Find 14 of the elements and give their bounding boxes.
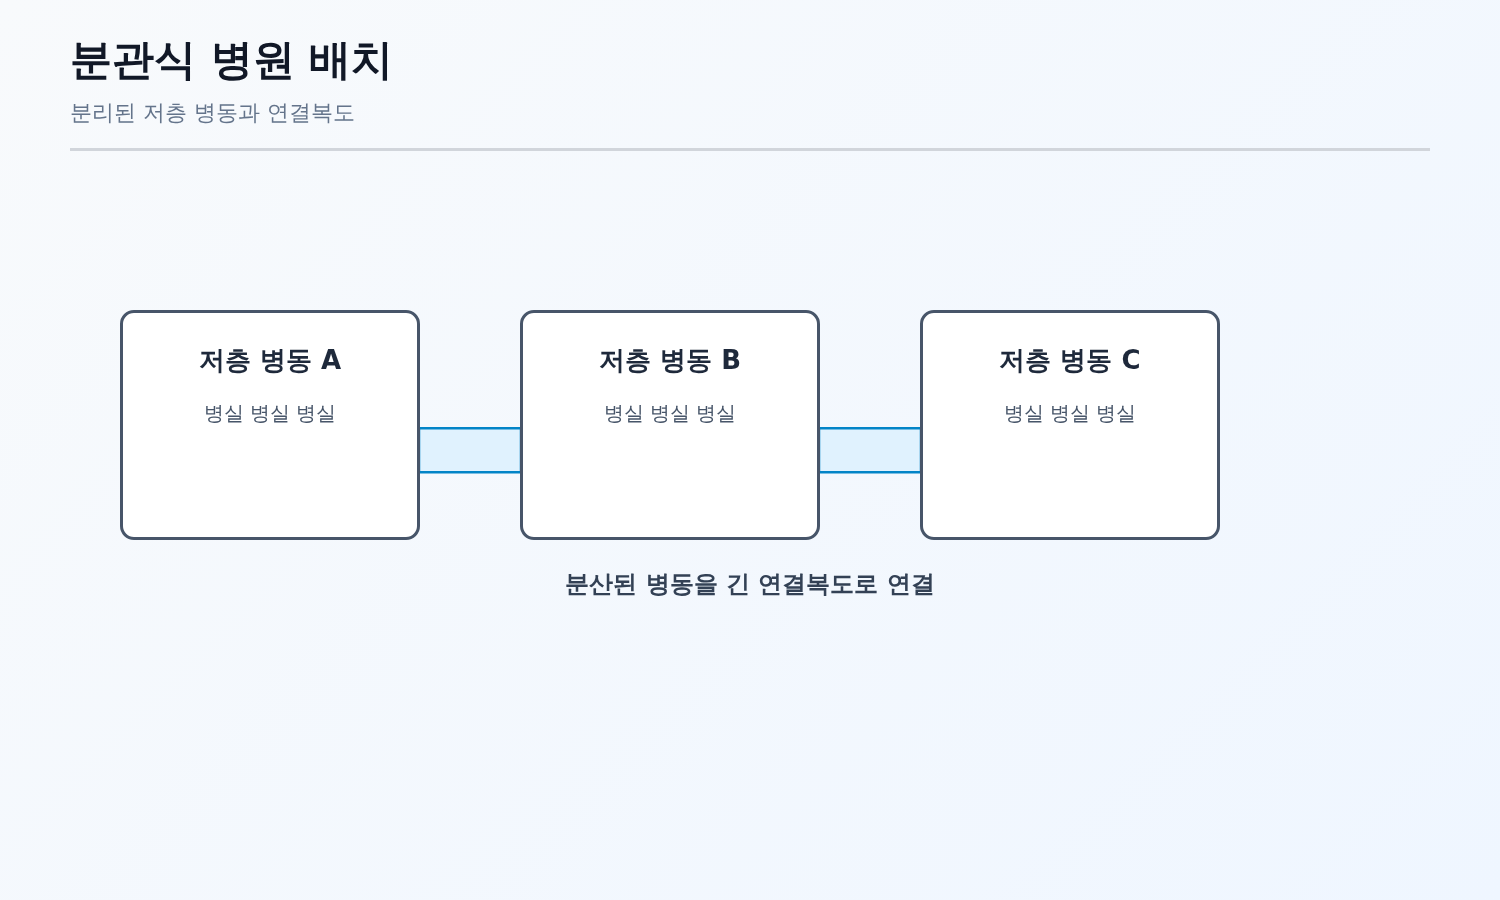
subtitle: 분리된 저층 병동과 연결복도 [70,99,355,127]
room-text: 병실 병실 병실 [603,400,737,427]
caption: 분산된 병동을 긴 연결복도로 연결 [565,569,935,600]
corridor [817,427,923,474]
room-text: 병실 병실 병실 [1003,400,1137,427]
ward-title: 저층 병동 C [999,344,1141,377]
diagram-title: 분관식 병원 배치 [70,34,394,86]
ward-box [920,310,1220,540]
room-text: 병실 병실 병실 [203,400,337,427]
ward-title: 저층 병동 B [599,344,741,377]
ward-box [520,310,820,540]
ward-box [120,310,420,540]
corridor [417,427,523,474]
ward-title: 저층 병동 A [198,344,342,377]
